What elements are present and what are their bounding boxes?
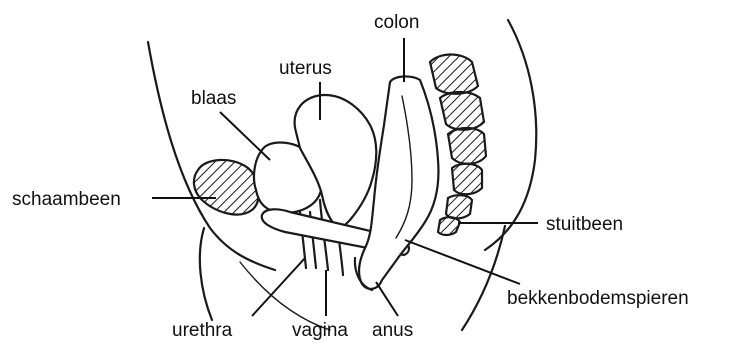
- pubic-bone: [194, 160, 259, 215]
- leader-blaas: [220, 112, 270, 160]
- vertebra-6: [438, 217, 460, 235]
- body-outline: [148, 42, 275, 270]
- label-uterus: uterus: [279, 58, 332, 79]
- leg-outline-left: [200, 228, 212, 320]
- back-outline: [485, 20, 536, 250]
- label-vagina: vagina: [292, 320, 348, 341]
- label-blaas: blaas: [191, 88, 236, 109]
- leader-urethra: [252, 258, 305, 316]
- leg-outline-right: [462, 226, 505, 330]
- leader-bekkenbodemspieren: [405, 240, 520, 284]
- leader-anus: [376, 282, 398, 316]
- label-colon: colon: [374, 12, 419, 33]
- label-schaambeen: schaambeen: [12, 189, 121, 210]
- vertebra-1: [430, 55, 478, 94]
- label-stuitbeen: stuitbeen: [546, 214, 623, 235]
- vertebra-2: [440, 92, 484, 130]
- vertebra-3: [448, 128, 486, 164]
- label-urethra: urethra: [172, 320, 233, 341]
- label-anus: anus: [372, 320, 413, 341]
- vertebra-4: [452, 164, 482, 195]
- label-bekkenbodemspieren: bekkenbodemspieren: [507, 288, 689, 309]
- uterus: [295, 95, 377, 230]
- vertebra-5: [446, 195, 472, 218]
